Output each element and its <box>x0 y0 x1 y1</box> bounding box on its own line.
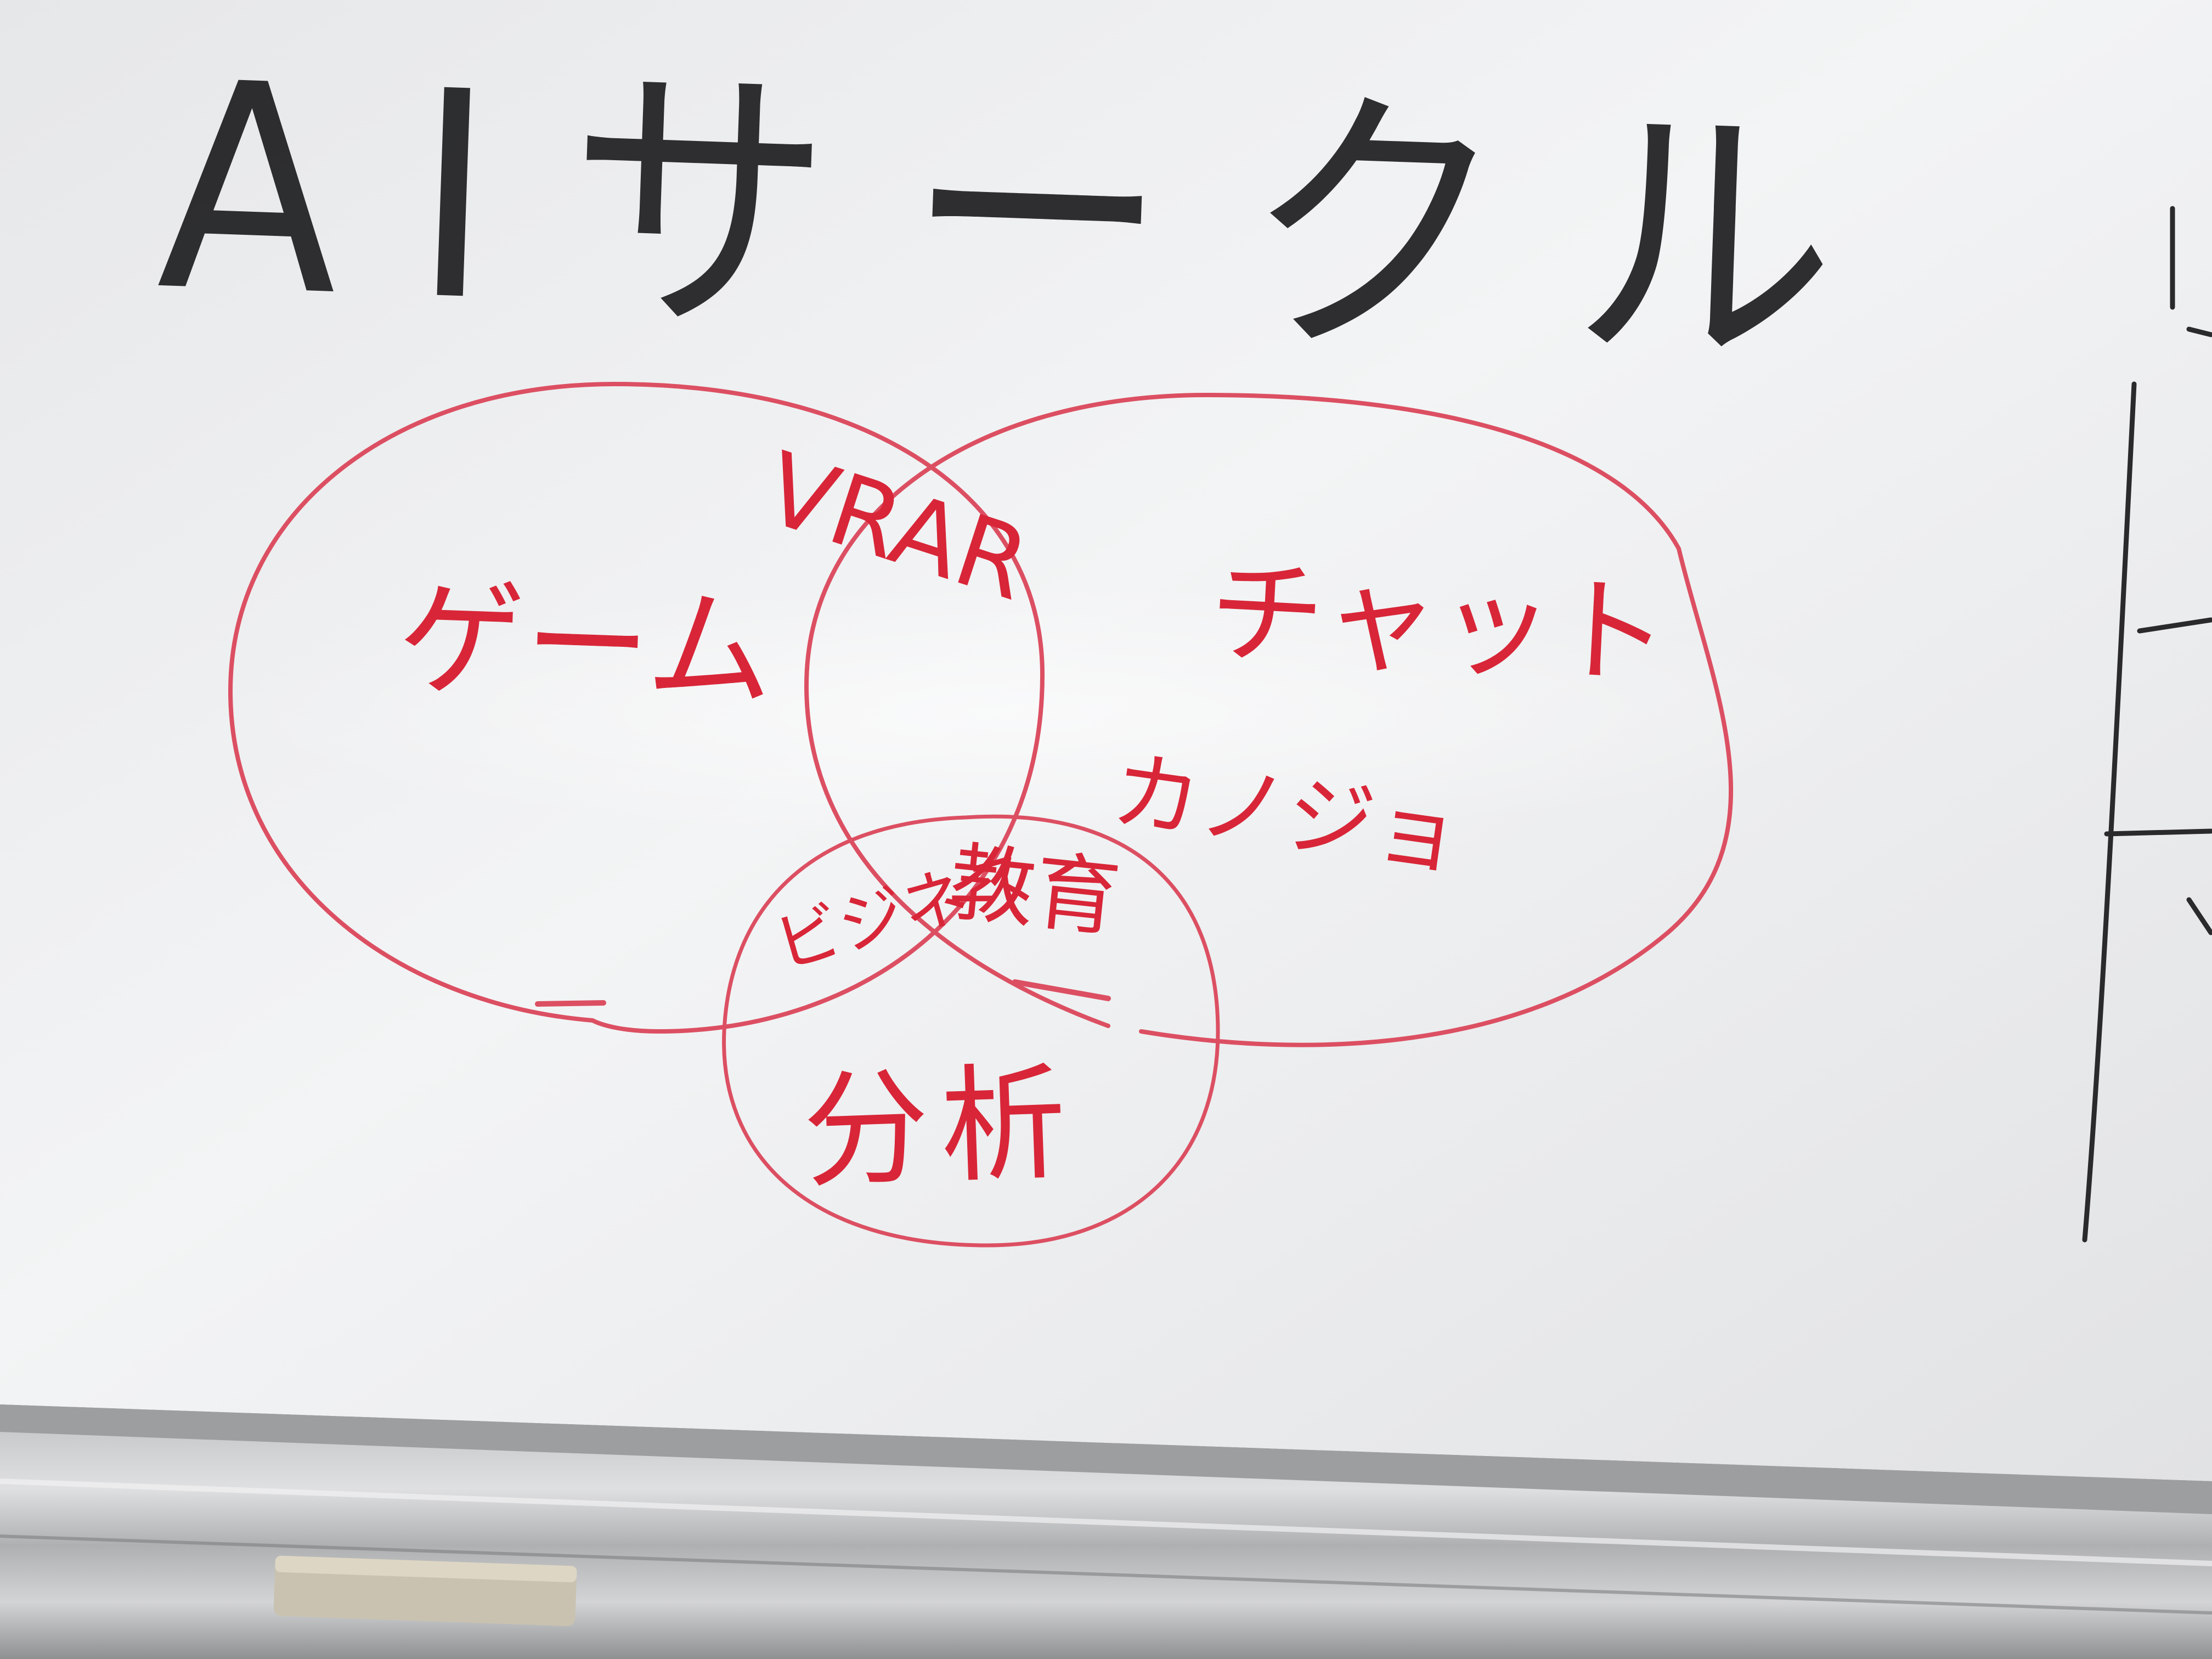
circle-chat <box>804 392 1734 1047</box>
label-game: ゲーム <box>396 566 776 725</box>
eraser[interactable] <box>273 1555 577 1627</box>
label-chat: チャット <box>1206 544 1672 703</box>
stray-stroke <box>535 1000 606 1007</box>
right-edge-marks <box>2082 206 2212 1243</box>
label-analysis: 分析 <box>800 1049 1080 1206</box>
circle-game <box>228 381 1045 1034</box>
board-frame-edge <box>0 1404 2212 1514</box>
label-education: 教育 <box>945 832 1125 949</box>
stray-stroke-2 <box>1012 979 1111 1001</box>
venn-diagram <box>228 381 1734 1248</box>
circle-analysis <box>722 814 1220 1248</box>
board-title: AIサークル <box>154 20 1918 414</box>
